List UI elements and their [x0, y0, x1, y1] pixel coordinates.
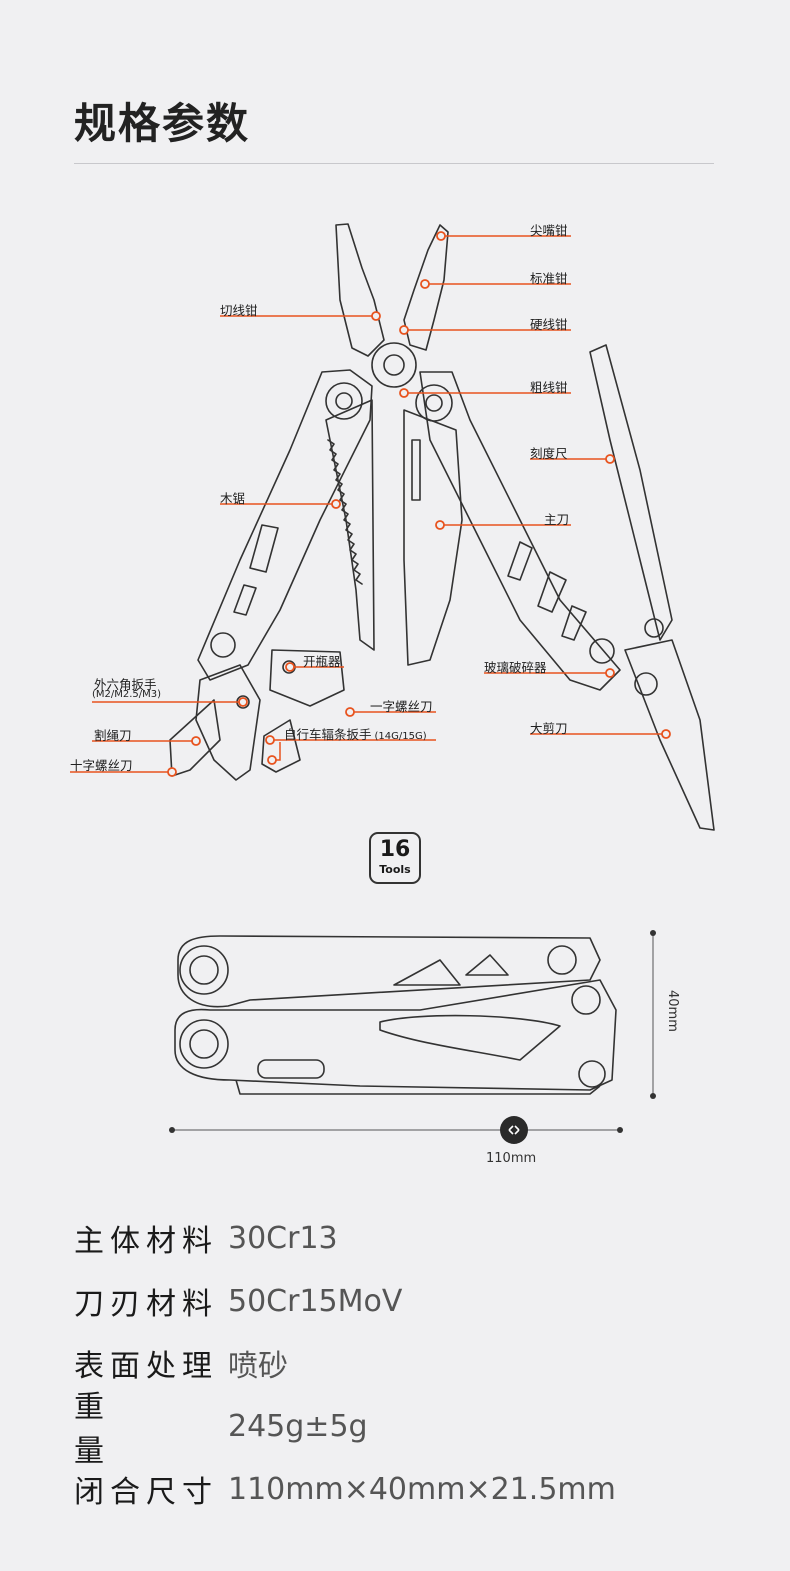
label-phillips-screwdriver: 十字螺丝刀 — [70, 758, 133, 773]
hex-wrench-tool — [195, 664, 261, 781]
scissors-blade — [624, 639, 715, 831]
label-tip-pliers: 尖嘴钳 — [530, 223, 568, 238]
label-ruler: 刻度尺 — [530, 446, 568, 461]
spec-row-blade-material: 刀刃材料 50Cr15MoV — [74, 1281, 403, 1323]
spec-key: 刀刃材料 — [74, 1287, 218, 1322]
label-wood-saw: 木锯 — [220, 491, 246, 506]
closed-tool-bottom — [174, 979, 617, 1091]
spec-value: 50Cr15MoV — [228, 1283, 403, 1319]
label-hex-wrench-sizes: (M2/M2.5/M3) — [92, 689, 162, 700]
left-handle-screw — [325, 382, 363, 420]
pliers-pivot — [371, 342, 417, 388]
label-flat-screwdriver: 一字螺丝刀 — [370, 699, 433, 714]
label-wire-cutter: 切线钳 — [220, 303, 258, 318]
spoke-wrench-tool — [261, 719, 301, 773]
spec-value: 喷砂 — [228, 1349, 288, 1384]
main-blade — [403, 409, 463, 666]
length-dimension-label: 110mm — [486, 1151, 537, 1166]
label-main-blade: 主刀 — [544, 512, 570, 527]
label-rope-cutter: 割绳刀 — [94, 728, 132, 743]
tool-count-badge: 16 Tools — [369, 832, 421, 884]
spoke-wrench-name: 自行车辐条扳手 — [284, 727, 372, 742]
label-thick-wire-pliers: 粗线钳 — [530, 380, 568, 395]
label-glass-breaker: 玻璃破碎器 — [484, 660, 547, 675]
dim-length-marker — [500, 1116, 528, 1144]
spec-key: 闭合尺寸 — [74, 1475, 218, 1510]
pliers-right-jaw — [403, 224, 449, 351]
spec-row-surface-treatment: 表面处理 喷砂 — [74, 1343, 288, 1384]
label-spoke-wrench: 自行车辐条扳手(14G/15G) — [284, 724, 427, 743]
spec-row-closed-size: 闭合尺寸 110mm×40mm×21.5mm — [74, 1469, 616, 1511]
tool-count: 16 — [379, 837, 411, 862]
label-large-scissors: 大剪刀 — [530, 721, 568, 736]
tool-count-unit: Tools — [379, 863, 411, 876]
height-dimension-label: 40mm — [665, 990, 680, 1032]
label-standard-pliers: 标准钳 — [530, 271, 568, 286]
spec-value: 245g±5g — [228, 1408, 368, 1444]
saw-blade — [325, 399, 375, 651]
spec-value: 30Cr13 — [228, 1220, 338, 1256]
spec-row-weight: 重量 245g±5g — [74, 1390, 368, 1469]
label-hex-wrench: 外六角扳手 — [94, 677, 157, 692]
right-handle-screw — [415, 384, 453, 422]
label-bottle-opener: 开瓶器 — [303, 654, 341, 669]
ruler-blade — [589, 344, 673, 641]
spec-key: 主体材料 — [74, 1224, 218, 1259]
pliers-left-jaw — [335, 223, 385, 357]
spec-row-body-material: 主体材料 30Cr13 — [74, 1218, 338, 1260]
spec-key: 重量 — [74, 1390, 174, 1469]
spoke-wrench-sizes: (14G/15G) — [374, 731, 427, 742]
right-handle — [419, 371, 621, 691]
label-hard-wire-pliers: 硬线钳 — [530, 317, 568, 332]
page-title: 规格参数 — [74, 99, 251, 148]
closed-tool-top — [177, 935, 601, 1008]
title-divider — [74, 163, 714, 164]
spec-key: 表面处理 — [74, 1349, 218, 1384]
spec-value: 110mm×40mm×21.5mm — [228, 1471, 616, 1507]
opener-tool — [269, 649, 345, 707]
left-handle — [197, 369, 373, 681]
